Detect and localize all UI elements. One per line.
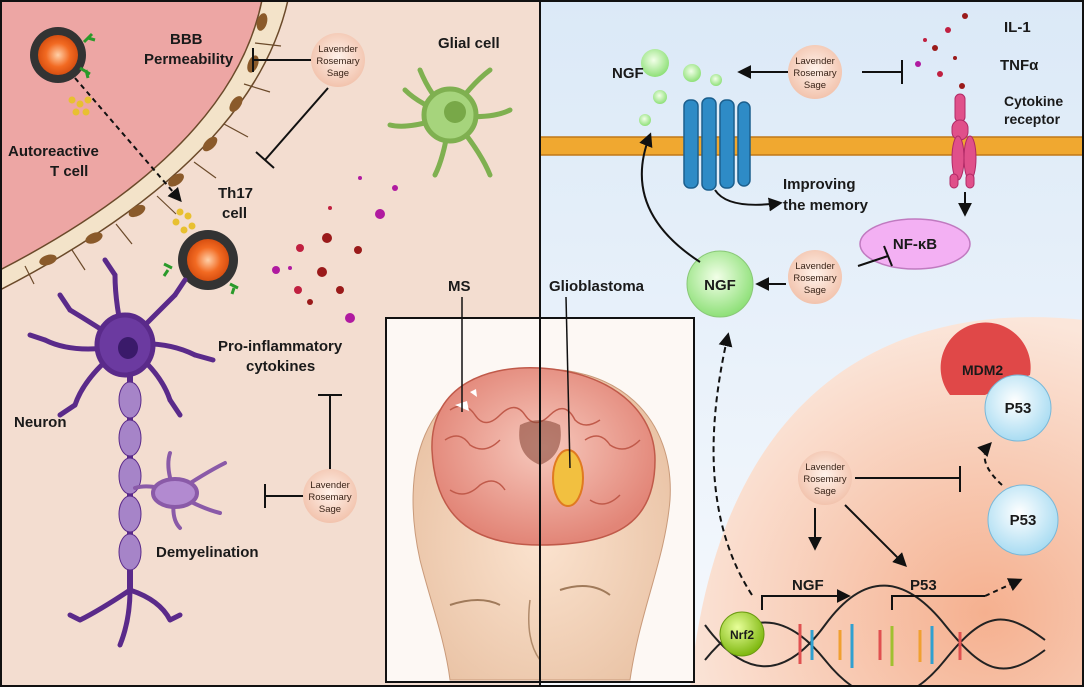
herb-badge-line3: Sage: [319, 504, 341, 515]
cytokine-receptor-label-line2: receptor: [1004, 111, 1061, 127]
glioblastoma-label: Glioblastoma: [549, 278, 645, 295]
herb-badge-line2: Rosemary: [308, 492, 352, 503]
glial-label: Glial cell: [438, 35, 500, 52]
glial-cell: [387, 67, 513, 178]
herb-badge-line1: Lavender: [318, 44, 358, 55]
th17-label-line2: cell: [222, 205, 247, 222]
glioblastoma-pointer: [565, 296, 571, 469]
cytokine-receptor-label-line1: Cytokine: [1004, 93, 1063, 109]
cytokine-dots: [272, 176, 398, 323]
autoreactive-label-line1: Autoreactive: [8, 143, 99, 160]
herb-badge-line1: Lavender: [310, 480, 350, 491]
herb-badge-line2: Rosemary: [803, 474, 847, 485]
p53-free-circle: [987, 484, 1059, 556]
cell-membrane: [540, 137, 1084, 155]
ngf-top-label: NGF: [612, 65, 644, 82]
ngf-circle-label: NGF: [704, 277, 736, 294]
gene-p53-label: P53: [910, 577, 937, 594]
nrf2-label: Nrf2: [730, 628, 754, 642]
il1-label: IL-1: [1004, 19, 1031, 36]
cytokine-receptor: [949, 93, 977, 189]
herb-badge: Lavender Rosemary Sage: [798, 451, 852, 505]
endothelial-nuclei: [39, 13, 268, 266]
bbb-label-line1: BBB: [170, 31, 203, 48]
autoreactive-label-line2: T cell: [50, 163, 88, 180]
ngf-circle: [686, 250, 754, 318]
herb-badge: Lavender Rosemary Sage: [303, 469, 357, 523]
herb-badge: Lavender Rosemary Sage: [788, 250, 842, 304]
th17-cell: [162, 208, 239, 295]
p53-free-label: P53: [1010, 512, 1037, 529]
herb-badge-line3: Sage: [327, 68, 349, 79]
p53-bound-circle: [984, 374, 1052, 442]
herb-badge-line1: Lavender: [795, 261, 835, 272]
cytokine-dots-right: [915, 13, 968, 89]
demyelinating-cell: [133, 451, 227, 530]
nfkb-label: NF-κB: [893, 236, 937, 253]
right-arrows: [639, 60, 1023, 610]
tnf-label: TNFα: [1000, 57, 1039, 74]
herb-badge-line1: Lavender: [805, 462, 845, 473]
bbb-label-line2: Permeability: [144, 51, 234, 68]
herb-badge-line2: Rosemary: [793, 273, 837, 284]
herb-badge-line3: Sage: [804, 285, 826, 296]
ms-lesions: [455, 389, 477, 411]
p53-bound-label: P53: [1005, 400, 1032, 417]
dna-base-pairs: [798, 624, 962, 668]
head-illustration: [412, 367, 671, 681]
th17-label-line1: Th17: [218, 185, 253, 202]
demyelination-label: Demyelination: [156, 544, 259, 561]
improving-label-line1: Improving: [783, 176, 856, 193]
neuron-label: Neuron: [14, 414, 67, 431]
proinflammatory-label-line1: Pro-inflammatory: [218, 338, 343, 355]
autoreactive-t-cell: [30, 27, 96, 116]
herb-badge-line1: Lavender: [795, 56, 835, 67]
herb-badge-line3: Sage: [814, 486, 836, 497]
herb-badge: Lavender Rosemary Sage: [788, 45, 842, 99]
ms-label: MS: [448, 278, 471, 295]
herb-badge: Lavender Rosemary Sage: [311, 33, 365, 87]
gene-ngf-label: NGF: [792, 577, 824, 594]
glioblastoma-lesion: [552, 449, 584, 507]
endothelial-cell-borders: [24, 42, 282, 285]
mdm2-label: MDM2: [962, 362, 1003, 378]
nrf2-circle: [719, 611, 765, 657]
herb-badge-line2: Rosemary: [793, 68, 837, 79]
myelin-sheath: [118, 381, 142, 571]
dna-helix: [704, 584, 1046, 687]
herb-badge-line3: Sage: [804, 80, 826, 91]
center-panel: [385, 296, 695, 683]
ngf-particles: [639, 49, 722, 126]
herb-badge-line2: Rosemary: [316, 56, 360, 67]
improving-label-line2: the memory: [783, 197, 869, 214]
membrane-channel: [683, 97, 751, 191]
proinflammatory-label-line2: cytokines: [246, 358, 315, 375]
left-inhibition-lines: [252, 48, 342, 508]
